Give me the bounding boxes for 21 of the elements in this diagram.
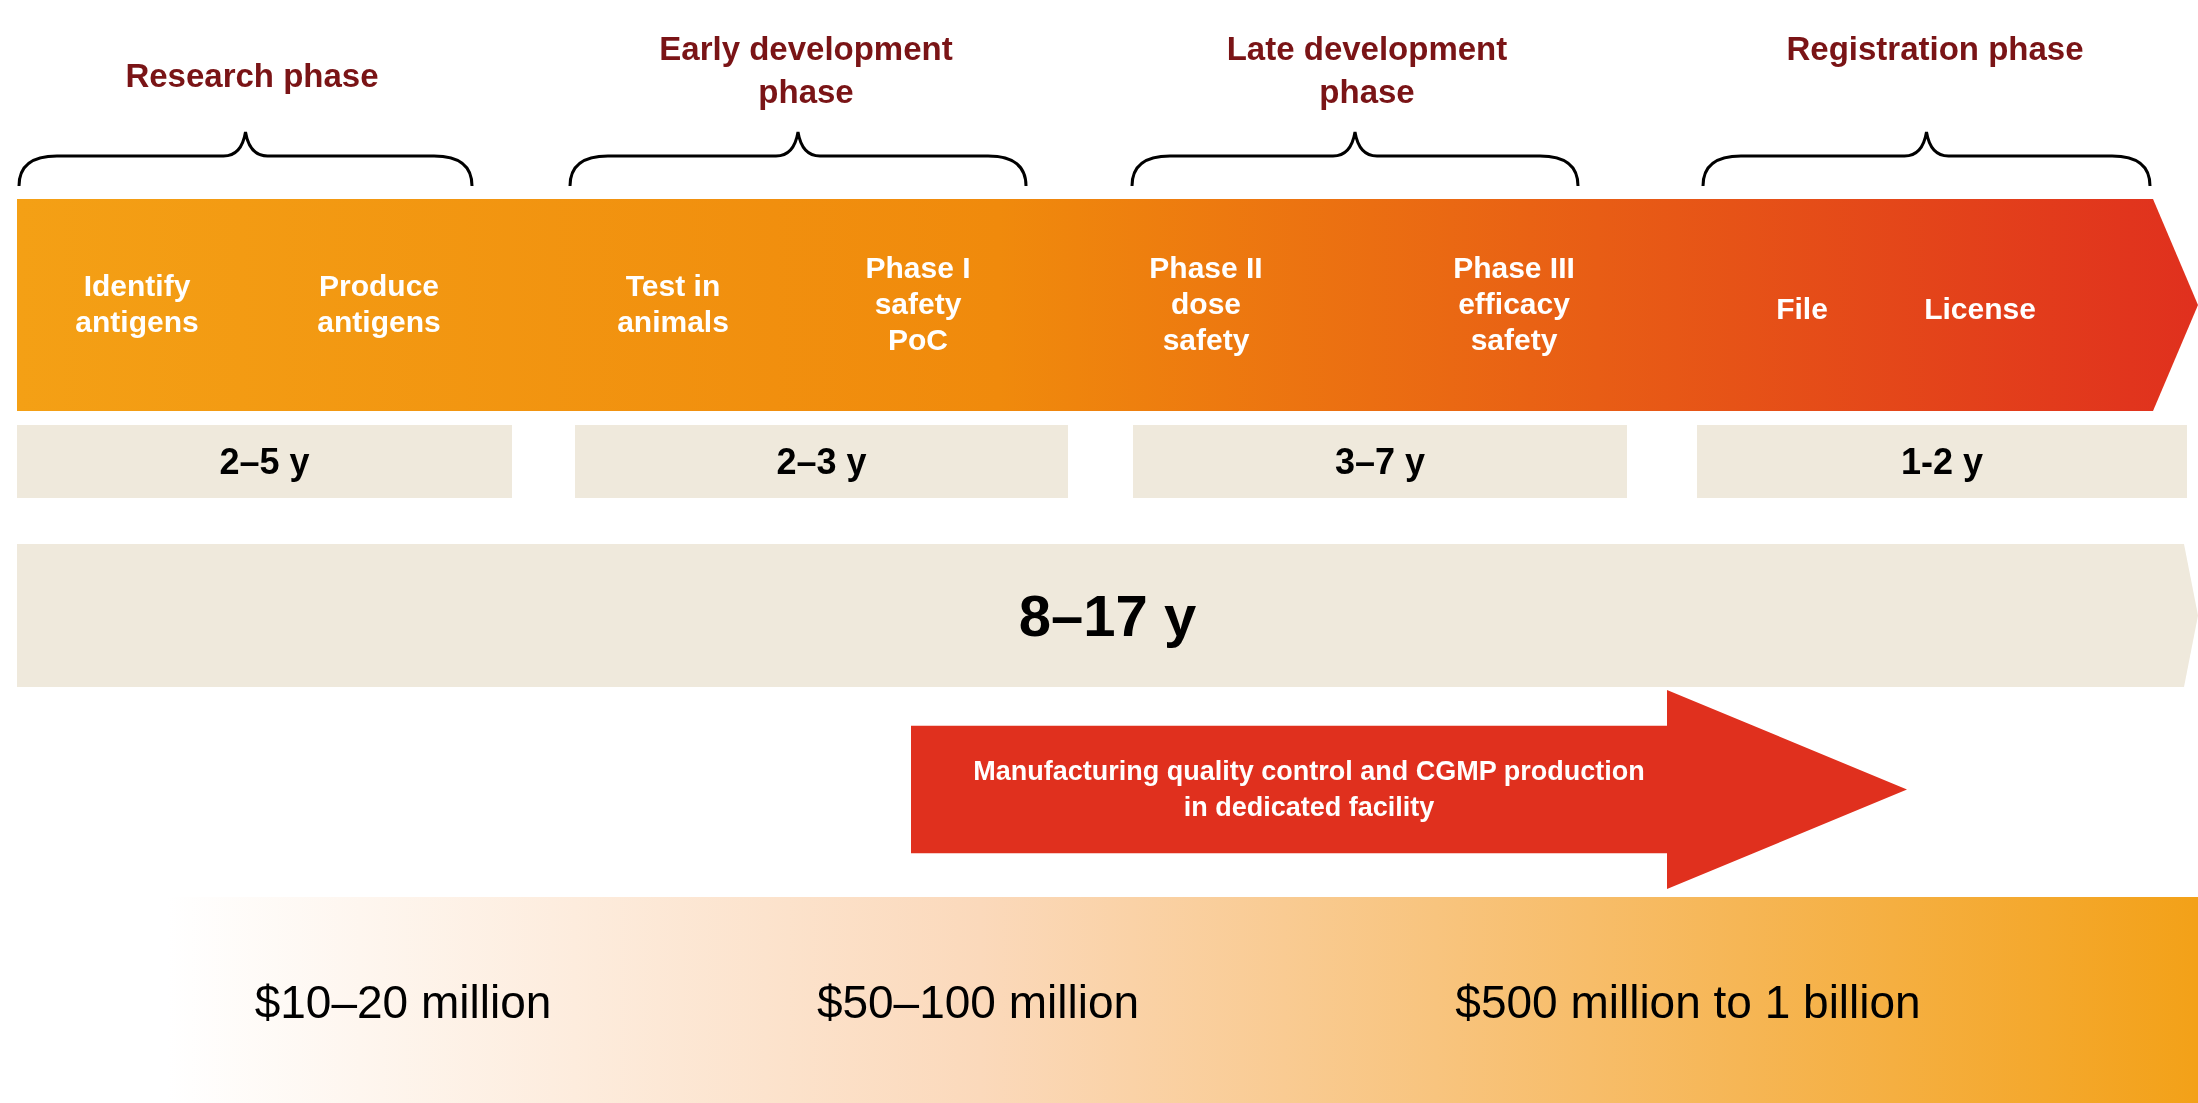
cost-label: $10–20 million — [253, 975, 553, 1030]
step-label: License — [1923, 291, 2037, 327]
phase-heading: Early development phase — [658, 29, 954, 112]
cost-label: $500 million to 1 billion — [1454, 975, 1922, 1030]
step-label: Identify antigens — [74, 268, 200, 340]
duration-box: 2–3 y — [575, 425, 1068, 498]
step-label: File — [1775, 291, 1829, 327]
manufacturing-label: Manufacturing quality control and CGMP production in dedicated facility — [972, 755, 1646, 825]
step-label: Phase II dose safety — [1148, 250, 1264, 358]
step-label: Produce antigens — [316, 268, 442, 340]
cost-label: $50–100 million — [815, 975, 1141, 1030]
phase-heading: Registration phase — [1785, 29, 2085, 69]
total-duration-label: 8–17 y — [1018, 582, 1197, 650]
step-label: Phase I safety PoC — [864, 250, 972, 358]
phase-heading: Research phase — [124, 56, 380, 96]
step-label: Test in animals — [616, 268, 730, 340]
duration-box: 1-2 y — [1697, 425, 2187, 498]
duration-box: 3–7 y — [1133, 425, 1627, 498]
step-label: Phase III efficacy safety — [1452, 250, 1576, 358]
phase-heading: Late development phase — [1225, 29, 1509, 112]
duration-box: 2–5 y — [17, 425, 512, 498]
